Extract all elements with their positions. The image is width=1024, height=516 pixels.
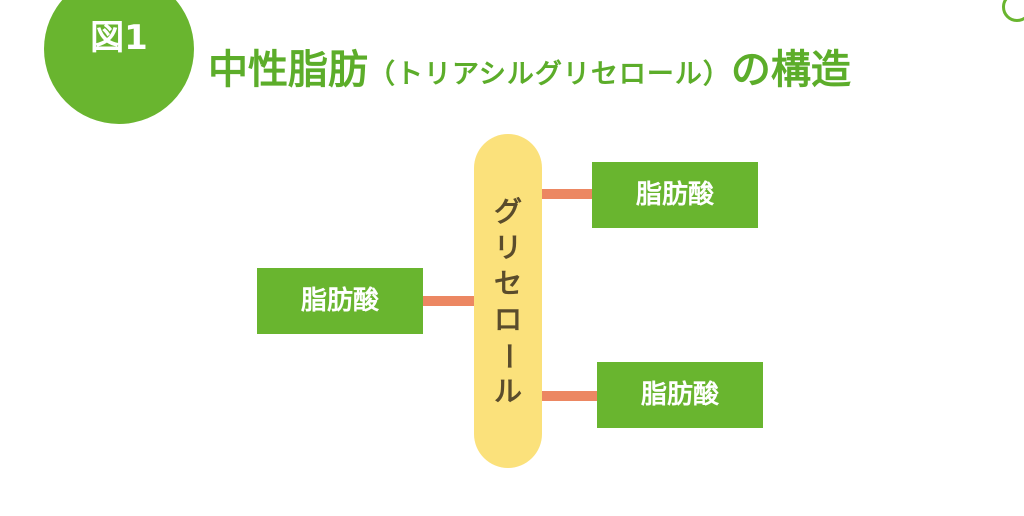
page-title: 中性脂肪（トリアシルグリセロール）の構造 bbox=[208, 38, 1008, 102]
fatty-acid-box-top: 脂肪酸 bbox=[592, 162, 758, 228]
figure-badge: 図1 bbox=[44, 0, 194, 124]
glycerol-char: ル bbox=[493, 375, 522, 408]
title-suffix: の構造 bbox=[730, 47, 851, 93]
fatty-acid-box-left: 脂肪酸 bbox=[257, 268, 423, 334]
corner-decoration bbox=[1002, 0, 1024, 22]
glycerol-char: セ bbox=[493, 267, 522, 300]
glycerol-char: グ bbox=[493, 195, 522, 228]
glycerol-char: ー bbox=[492, 341, 525, 370]
figure-badge-label: 図1 bbox=[90, 18, 148, 58]
glycerol-char: リ bbox=[493, 231, 522, 264]
glycerol-backbone: グ リ セ ロ ー ル bbox=[474, 134, 542, 468]
bond-bottom-right bbox=[540, 391, 598, 401]
bond-top-right bbox=[540, 189, 594, 199]
bond-middle-left bbox=[422, 296, 476, 306]
glycerol-char: ロ bbox=[493, 303, 522, 336]
title-main: 中性脂肪 bbox=[208, 47, 368, 93]
glycerol-label: グ リ セ ロ ー ル bbox=[474, 194, 542, 410]
title-subtitle: （トリアシルグリセロール） bbox=[368, 59, 731, 90]
fatty-acid-box-bottom: 脂肪酸 bbox=[597, 362, 763, 428]
